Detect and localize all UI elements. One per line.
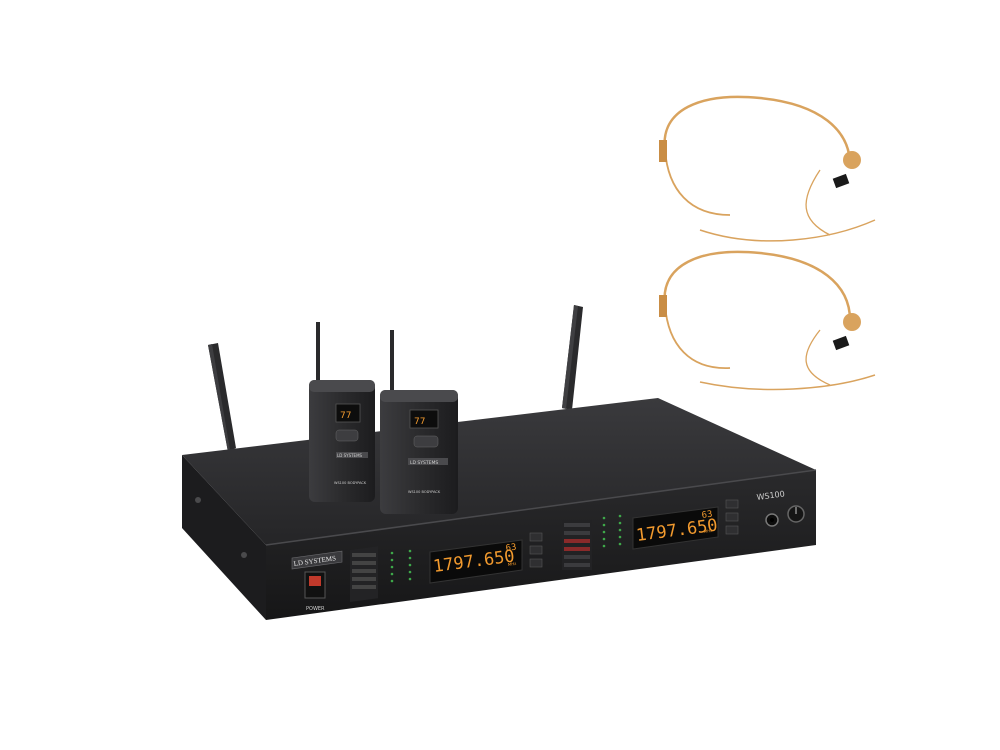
channel-a-buttons xyxy=(529,532,543,568)
channel-b-display xyxy=(632,506,719,550)
channel-a-channel: 63 xyxy=(505,543,517,554)
power-switch xyxy=(304,571,326,599)
bodypack-transmitter-1 xyxy=(309,322,375,502)
receiver-model-label: WS100 xyxy=(756,489,785,502)
channel-b-channel: 63 xyxy=(701,510,713,521)
channel-a-unit: MHz xyxy=(507,561,516,567)
antenna-right xyxy=(562,305,583,410)
middle-panel xyxy=(562,520,592,570)
headset-microphone-2 xyxy=(659,250,876,391)
channel-b-unit: MHz xyxy=(703,528,712,534)
bodypack-transmitter-2 xyxy=(380,330,458,514)
channel-b-buttons xyxy=(725,499,739,535)
volume-knob xyxy=(787,505,805,523)
bodypack-2-model: WS100 BODYPACK xyxy=(408,490,441,494)
bodypack-2-brand: LD SYSTEMS xyxy=(410,460,438,466)
channel-a-display xyxy=(429,539,523,584)
channel-b-meters xyxy=(602,514,622,548)
bodypack-2-display: 77 xyxy=(414,417,425,427)
antenna-left xyxy=(208,343,236,452)
channel-a-meters xyxy=(350,546,412,603)
headphone-jack xyxy=(765,513,779,527)
headset-microphone-1 xyxy=(659,95,876,242)
bodypack-1-display: 77 xyxy=(340,411,351,421)
brand-badge xyxy=(291,550,343,570)
bodypack-1-model: WS100 BODYPACK xyxy=(334,481,367,485)
receiver-unit xyxy=(182,398,817,620)
bodypack-1-brand: LD SYSTEMS xyxy=(337,453,363,458)
power-label: POWER xyxy=(306,606,325,612)
